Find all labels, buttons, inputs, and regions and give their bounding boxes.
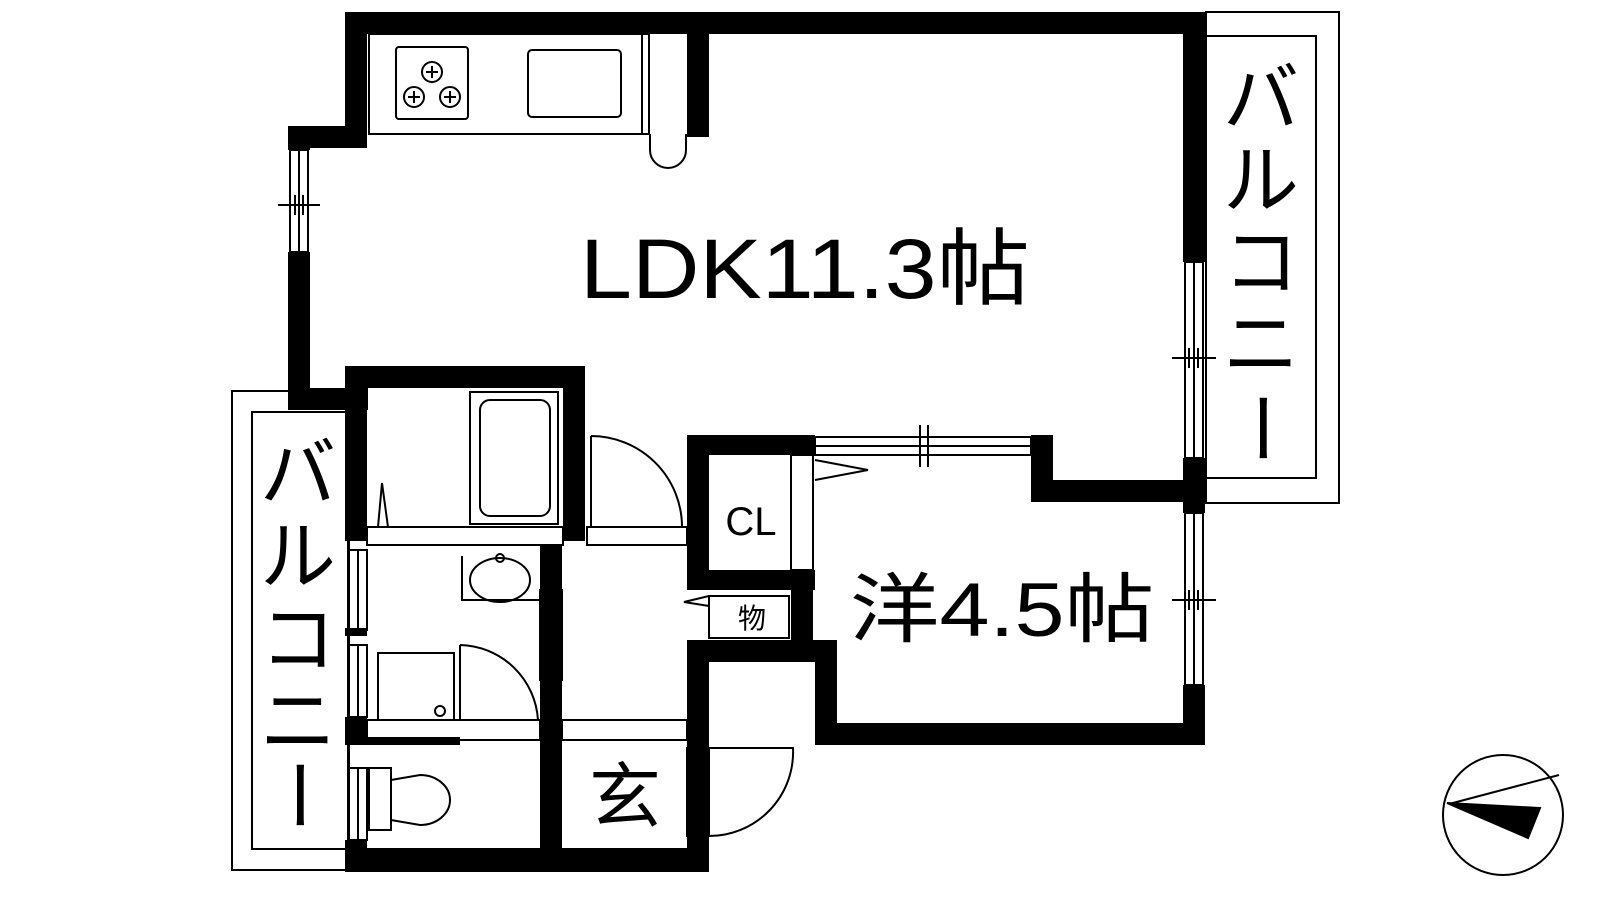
western-room-label: 洋4.5帖: [850, 568, 1155, 653]
kitchen-sink-icon: [527, 49, 622, 118]
balcony-right-label: バ ル コ ニ ー: [1216, 54, 1305, 466]
washing-machine-pan-icon: [377, 652, 455, 721]
window-left-ldk: [278, 149, 320, 253]
stove-icon: [395, 46, 469, 120]
bath-door: [590, 435, 683, 528]
ldk-label: LDK11.3帖: [580, 222, 1030, 316]
balcony-right-char: コ: [1223, 218, 1299, 307]
balcony-right-char: バ: [1223, 54, 1299, 143]
bathtub-icon: [469, 391, 559, 525]
balcony-left-char: バ: [260, 429, 336, 518]
balcony-right-char: ル: [1223, 136, 1299, 225]
balcony-right-char: ニ: [1223, 300, 1299, 389]
storage-label: 物: [738, 603, 766, 634]
window-right-bedroom: [1172, 512, 1216, 686]
washroom-door: [459, 644, 539, 721]
balcony-left-char: コ: [260, 595, 336, 684]
balcony-right-char: ー: [1216, 390, 1305, 466]
sliding-door-bedroom: [814, 425, 1032, 481]
entrance-door: [686, 747, 795, 838]
closet-label: CL: [725, 500, 776, 544]
toilet-icon: [368, 767, 451, 831]
window-right-ldk: [1172, 261, 1216, 459]
balcony-left-char: ー: [253, 757, 342, 833]
walls: [288, 12, 1205, 872]
entrance-label: 玄: [589, 758, 661, 838]
balcony-right: [1205, 11, 1340, 504]
balcony-left-char: ニ: [260, 677, 336, 766]
balcony-left-label: バ ル コ ニ ー: [253, 429, 342, 833]
balcony-left-char: ル: [260, 512, 336, 601]
north-arrow-compass-icon: [1442, 754, 1564, 876]
kitchen-counter: [368, 33, 687, 169]
closet-door-marks: [377, 482, 710, 607]
washbasin-icon: [461, 553, 540, 603]
